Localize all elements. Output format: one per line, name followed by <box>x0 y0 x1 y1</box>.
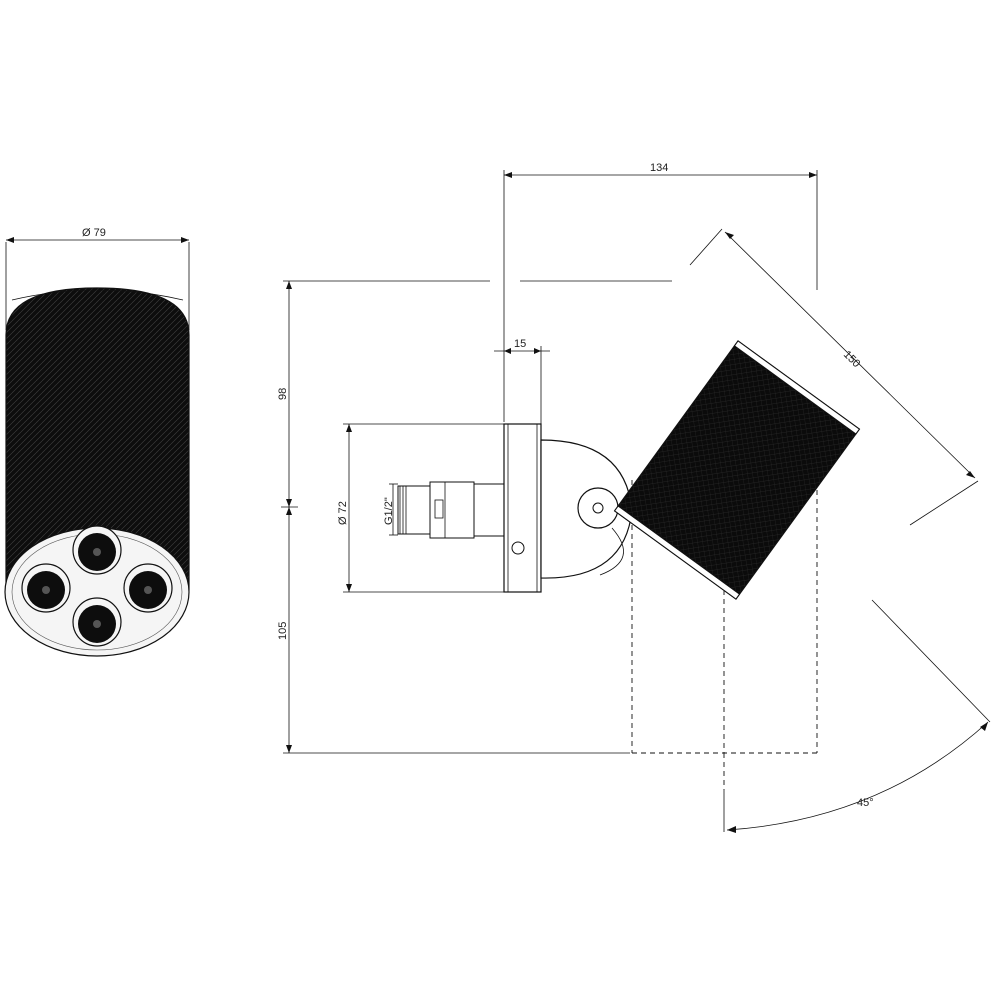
cylinder-body <box>5 287 190 591</box>
label-length-head: 150 <box>841 349 862 370</box>
label-thread: G1/2" <box>383 497 395 525</box>
dimension-flange-thickness: 15 <box>494 338 550 428</box>
nozzle-bottom <box>72 597 122 647</box>
dimension-diameter-body: Ø 79 <box>5 227 190 330</box>
label-width-overall: 134 <box>650 162 668 174</box>
label-flange-thickness: 15 <box>514 338 526 350</box>
nozzle-right <box>123 563 173 613</box>
nozzle-top <box>72 525 122 575</box>
label-diameter-body: Ø 79 <box>82 227 106 239</box>
dimension-heights: 98 105 <box>277 280 672 754</box>
threaded-connector: G1/2" <box>383 481 505 539</box>
dimension-width-overall: 134 <box>503 162 818 422</box>
label-diameter-flange: Ø 72 <box>337 501 349 525</box>
label-height-lower: 105 <box>277 622 289 640</box>
ball-joint <box>540 439 633 579</box>
nozzles <box>21 525 173 647</box>
side-view: 134 15 98 105 Ø 72 <box>277 162 991 833</box>
label-tilt-angle: 45° <box>857 797 874 809</box>
shower-head <box>613 340 861 600</box>
nozzle-left <box>21 563 71 613</box>
wall-flange <box>503 423 542 593</box>
front-view: Ø 79 <box>4 227 190 657</box>
label-height-upper: 98 <box>277 388 289 400</box>
dimension-tilt-angle: 45° <box>723 599 991 833</box>
dimension-diameter-flange: Ø 72 <box>337 423 504 593</box>
